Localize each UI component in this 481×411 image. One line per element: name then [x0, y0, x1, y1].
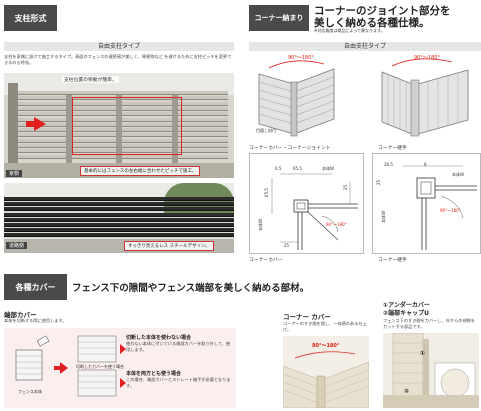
- fence-slat: [18, 133, 228, 138]
- fence-slat: [18, 117, 228, 122]
- caption-corner-joint-right: コーナー継手: [378, 146, 407, 151]
- section-badge-corner: コーナー納まり: [249, 5, 309, 31]
- fence-slat-dark: [4, 233, 234, 238]
- corner-note: ※対応角度は商品によって異なります。: [314, 28, 385, 33]
- dim-angle-left: 90°〜180°: [326, 222, 347, 227]
- dim-body-w-4: 本体W: [380, 211, 386, 223]
- corner-cover-title: コーナー カバー: [283, 313, 331, 321]
- caption-diagram-cover: コーナーカバー: [249, 258, 283, 263]
- label-cut-cover: 切断したカバーを使う場合: [76, 364, 124, 369]
- caption-cover: コーナーカバー: [249, 146, 283, 151]
- photo-house-side: [4, 73, 234, 178]
- dim-26-5: 26.5: [384, 162, 393, 167]
- dim-0-5: 0.5: [275, 166, 282, 171]
- end-cover-desc: 本体を切断する際に使用します。: [4, 318, 67, 323]
- corner-cover-angle: 80°〜180°: [312, 343, 340, 349]
- angle-label-right: 90°〜180°: [414, 55, 440, 61]
- fence-slat: [18, 106, 228, 111]
- dim-body-w-3: 本体W: [452, 172, 464, 177]
- corner-title-line2: 美しく納める各種仕様。: [314, 17, 430, 29]
- end-cover-case1-desc: 使わない本体に付いている端部カバーを取り外して、使用します。: [126, 341, 231, 352]
- caption-corner-cover: コーナーカバー・コーナージョイント: [249, 146, 331, 151]
- fence-slat: [18, 91, 228, 95]
- label-fence-body: フェンス本体: [18, 389, 42, 394]
- fence-slat-dark: [4, 228, 234, 233]
- dim-angle-right: 90°〜180°: [440, 208, 461, 213]
- covers-title: フェンス下の隙間やフェンス端部を美しく納める部材。: [72, 283, 310, 294]
- section-badge-post-type: 支柱形式: [4, 5, 57, 31]
- fence-slat: [18, 138, 228, 143]
- marker-1: ①: [420, 350, 426, 357]
- dim-65-5-top: 65.5: [293, 166, 302, 171]
- dim-8: 8: [424, 162, 427, 167]
- diagram-end-cover: [4, 328, 236, 408]
- fence-slat: [18, 122, 228, 127]
- post-type-description: 支柱を家側に設けて施工するタイプ。表面のフェンスの連続感が美しく、障害物など を…: [4, 54, 232, 65]
- fence-slat: [18, 112, 228, 117]
- fence-slat-dark: [4, 197, 234, 201]
- fence-slat-dark: [4, 212, 234, 217]
- fence-slat: [18, 96, 228, 101]
- end-cover-title: 端部カバー: [4, 311, 37, 319]
- under-cover-title-2: ②端部キャップU: [383, 310, 429, 317]
- diagram-corner-joint-dimensions: [372, 153, 481, 254]
- fence-slat-dark: [4, 202, 234, 207]
- diagram-corner-cover-dimensions: [249, 153, 364, 254]
- dim-25-b: 25: [284, 243, 290, 248]
- callout-post-move: 支柱位置の移動が簡単。: [62, 76, 119, 83]
- dim-body-w-2: 本体W: [257, 219, 263, 231]
- section-badge-covers: 各種カバー: [4, 274, 67, 300]
- dim-25-c: 25: [376, 179, 382, 186]
- marker-2: ②: [404, 388, 410, 395]
- angle-label-left: 90°〜180°: [288, 55, 314, 61]
- callout-pitch: 基本的にはフェンスの左右幅に合わせたピッチで施工。: [80, 166, 201, 176]
- illustration-corner-joint: [372, 54, 481, 140]
- dim-65-5-left: 65.5: [263, 188, 269, 197]
- fence-slat: [18, 149, 228, 154]
- end-cover-case2-title: 本体を両方とも使う場合: [126, 371, 182, 377]
- caption-joint: コーナージョイント: [287, 146, 331, 151]
- illustration-corner-cover: [249, 54, 364, 140]
- photo-corner-cover: [283, 336, 369, 408]
- tag-house-side: 家側: [6, 170, 23, 177]
- fence-slat-dark: [4, 223, 234, 227]
- red-arrow-icon: [34, 117, 46, 131]
- corner-cover-desc: コーナーのすき間を隠し、一体感のある仕上げ。: [283, 321, 367, 332]
- sub-heading-free-post: 自由支柱タイプ: [4, 42, 234, 51]
- fence-slat-dark: [4, 217, 234, 222]
- callout-joint-material: 目隠し材付: [256, 128, 276, 133]
- caption-diagram-joint: コーナー継手: [378, 258, 407, 263]
- corner-title-line1: コーナーのジョイント部分を: [314, 5, 451, 17]
- fence-slat: [18, 144, 228, 148]
- tag-road-side: 道路側: [6, 242, 28, 249]
- sub-heading-corner-free-post: 自由支柱タイプ: [249, 42, 481, 51]
- dim-body-w-1: 本体W: [322, 166, 334, 171]
- fence-slat-dark: [4, 207, 234, 212]
- fence-slat: [18, 128, 228, 133]
- callout-stealth-design: すっきり見えるレス スチールデザイン。: [124, 241, 214, 251]
- end-cover-case1-title: 切断した本体を使わない場合: [126, 335, 192, 341]
- fence-slat: [18, 154, 228, 159]
- photo-under-cover: [383, 333, 479, 408]
- dim-25-a: 25: [343, 184, 349, 191]
- under-cover-title-1: ①アンダーカバー: [383, 302, 430, 309]
- fence-slat: [18, 101, 228, 106]
- under-cover-desc: フェンス下のすき間をカバーし、外からの視線をカットする部品です。: [383, 318, 476, 329]
- end-cover-case2-desc: この場合、端部カバーとストレート継手が必要となります。: [126, 377, 231, 388]
